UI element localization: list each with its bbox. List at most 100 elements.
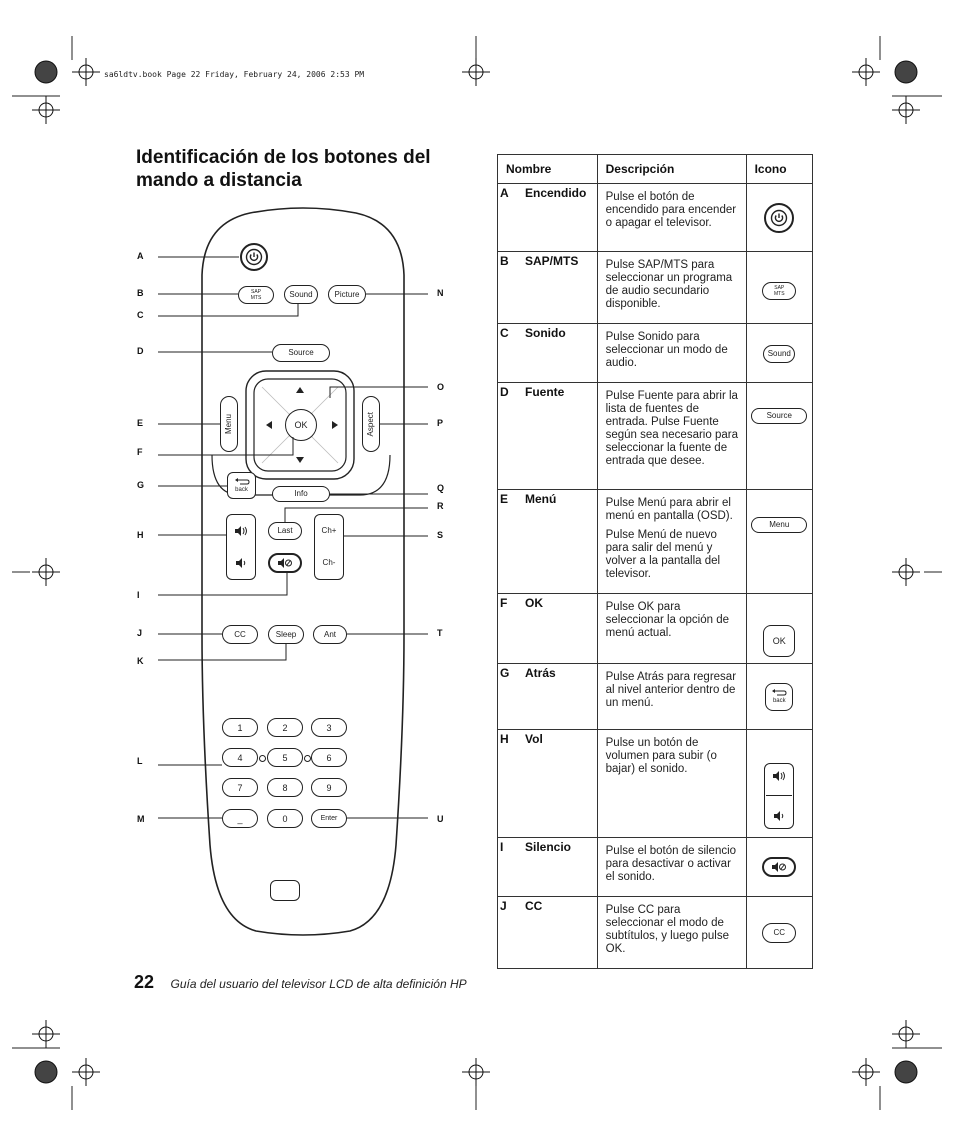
key-dash[interactable]: _ [222, 809, 258, 828]
page-footer: 22 Guía del usuario del televisor LCD de… [134, 972, 467, 993]
callout-u: U [437, 814, 444, 824]
row-name: Atrás [525, 666, 556, 680]
back-icon: back [765, 682, 794, 711]
key-8[interactable]: 8 [267, 778, 303, 797]
table-row: A Encendido Pulse el botón de encendido p… [497, 183, 814, 252]
ok-button[interactable]: OK [285, 409, 317, 441]
row-description: Pulse OK para seleccionar la opción de m… [605, 601, 730, 639]
row-description: Pulse SAP/MTS para seleccionar un progra… [605, 259, 733, 310]
sap-mts-button[interactable]: SAP MTS [238, 286, 274, 304]
row-letter: F [500, 596, 508, 610]
key-9[interactable]: 9 [311, 778, 347, 797]
power-button[interactable] [240, 243, 268, 271]
source-button[interactable]: Source [272, 344, 330, 362]
table-header-row: Nombre Descripción Icono [497, 154, 814, 184]
volume-up-icon [773, 771, 786, 782]
callout-n: N [437, 288, 444, 298]
page-title: Identificación de los botones del mando … [136, 147, 431, 191]
sap-label: SAP [250, 289, 261, 295]
row-description: Pulse CC para seleccionar el modo de sub… [605, 904, 730, 955]
key-1[interactable]: 1 [222, 718, 258, 737]
key-5[interactable]: 5 [267, 748, 303, 767]
callout-b: B [137, 288, 144, 298]
callout-o: O [437, 382, 445, 392]
table-row: D Fuente Pulse Fuente para abrir la lista… [497, 382, 814, 490]
callout-a: A [137, 251, 144, 261]
callout-r: R [437, 501, 444, 511]
row-letter: C [500, 326, 509, 340]
row-letter: G [500, 666, 510, 680]
row-letter: A [500, 186, 509, 200]
footer-text: Guía del usuario del televisor LCD de al… [170, 977, 467, 991]
key-4[interactable]: 4 [222, 748, 258, 767]
enter-button[interactable]: Enter [311, 809, 347, 828]
mute-button[interactable] [268, 553, 302, 573]
row-letter: J [500, 899, 507, 913]
cc-icon: CC [762, 923, 797, 943]
callout-d: D [137, 346, 144, 356]
picture-button[interactable]: Picture [328, 285, 366, 304]
callout-h: H [137, 530, 144, 540]
row-name: Silencio [525, 840, 572, 854]
row-letter: E [500, 492, 509, 506]
callout-q: Q [437, 483, 445, 493]
volume-rocker[interactable] [226, 514, 256, 580]
row-description: Pulse un botón de volumen para subir (o … [605, 737, 717, 775]
callout-t: T [437, 628, 443, 638]
sound-icon: Sound [763, 345, 796, 363]
ant-button[interactable]: Ant [313, 625, 347, 644]
row-name: Fuente [525, 385, 565, 399]
table-row: F OK Pulse OK para seleccionar la opción … [497, 593, 814, 664]
cc-button[interactable]: CC [222, 625, 258, 644]
last-button[interactable]: Last [268, 522, 302, 540]
mute-icon [762, 857, 797, 877]
callout-c: C [137, 310, 144, 320]
file-header: sa6ldtv.book Page 22 Friday, February 24… [104, 70, 365, 79]
volume-icon [764, 763, 795, 829]
row-letter: B [500, 254, 509, 268]
callout-m: M [137, 814, 145, 824]
row-name: Menú [525, 492, 557, 506]
row-name: Encendido [525, 186, 587, 200]
channel-rocker[interactable]: Ch+ Ch- [314, 514, 344, 580]
back-label: back [235, 486, 248, 493]
callout-p: P [437, 418, 444, 428]
menu-button[interactable]: Menu [220, 396, 238, 452]
callout-j: J [137, 628, 143, 638]
back-arrow-icon [234, 477, 250, 484]
callout-e: E [137, 418, 144, 428]
sleep-button[interactable]: Sleep [268, 625, 304, 644]
callout-i: I [137, 590, 140, 600]
row-letter: I [500, 840, 504, 854]
aspect-button[interactable]: Aspect [362, 396, 380, 452]
row-description: Pulse Menú para abrir el menú en pantall… [605, 497, 733, 522]
callout-f: F [137, 447, 143, 457]
back-arrow-icon [772, 688, 787, 695]
row-letter: H [500, 732, 509, 746]
row-description: Pulse Fuente para abrir la lista de fuen… [605, 390, 738, 467]
sound-button[interactable]: Sound [284, 285, 318, 304]
ok-icon: OK [763, 625, 796, 657]
mts-icon-label: MTS [774, 290, 785, 297]
sap-mts-icon: SAP MTS [762, 281, 797, 300]
callout-g: G [137, 480, 145, 490]
row-description: Pulse el botón de encendido para encende… [605, 191, 737, 229]
header-name: Nombre [497, 154, 598, 184]
info-button[interactable]: Info [272, 486, 330, 502]
back-button[interactable]: back [227, 472, 256, 499]
sap-icon-label: SAP [774, 284, 785, 291]
mts-label: MTS [250, 295, 262, 301]
table-row: G Atrás Pulse Atrás para regresar al nive… [497, 663, 814, 730]
source-icon: Source [751, 408, 808, 424]
key-6[interactable]: 6 [311, 748, 347, 767]
key-0[interactable]: 0 [267, 809, 303, 828]
row-letter: D [500, 385, 509, 399]
key-3[interactable]: 3 [311, 718, 347, 737]
remote-sensor [270, 880, 300, 901]
row-description: Pulse Atrás para regresar al nivel anter… [605, 671, 737, 709]
key-2[interactable]: 2 [267, 718, 303, 737]
key-7[interactable]: 7 [222, 778, 258, 797]
power-icon [245, 248, 263, 266]
